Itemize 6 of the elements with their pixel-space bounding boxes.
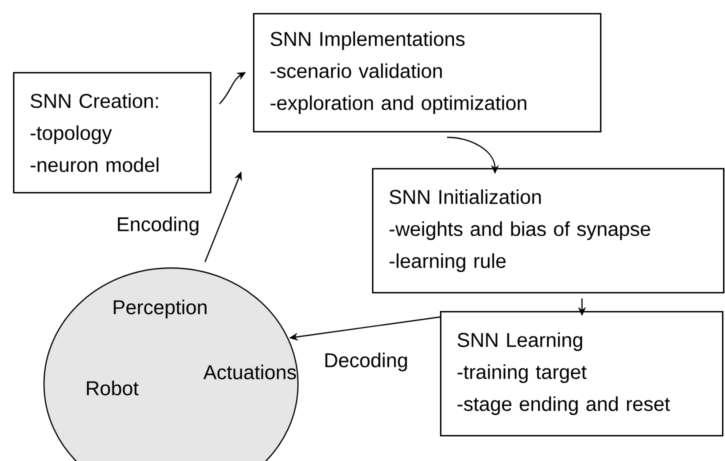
text-box: SNN Creation: -topology -neuron model <box>13 72 212 194</box>
text-box: SNN Initialization -weights and bias of synapse -learning rule <box>372 168 724 294</box>
text-box: SNN Implementations -scenario validation -exploration and optimization <box>253 13 602 132</box>
edge-label: Decoding <box>322 350 410 374</box>
text-box: SNN Learning -training target -stage ending and reset <box>440 311 724 436</box>
edge-label: Encoding <box>114 214 202 238</box>
